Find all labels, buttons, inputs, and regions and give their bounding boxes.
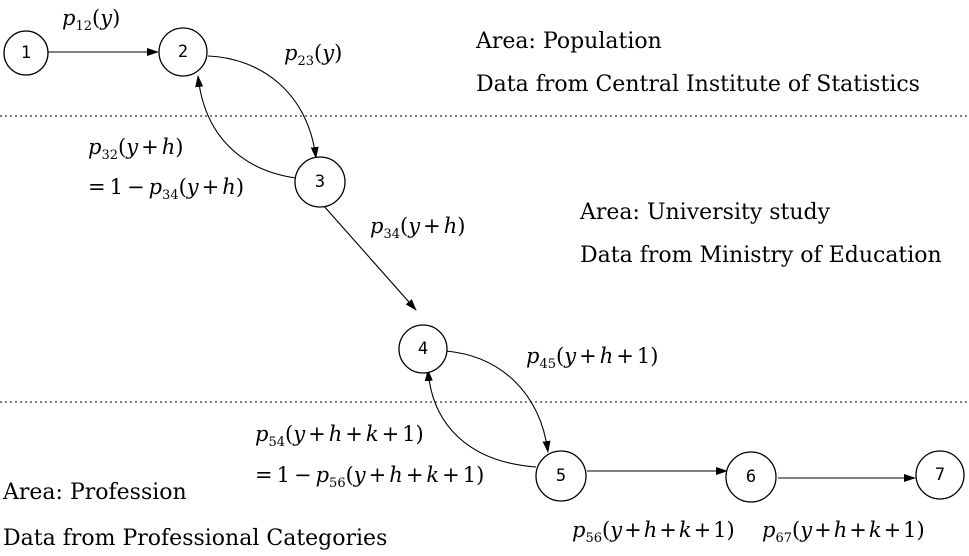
node-label: 4: [418, 339, 428, 359]
edge-3-4: [322, 204, 417, 311]
edge-4-5: [445, 350, 551, 453]
edge-label-2-3: p23(y): [284, 41, 342, 69]
area-population-title: Area: Population: [475, 29, 662, 54]
edge-2-3: [207, 55, 319, 159]
edge-label-4-5: p45(y+h+1): [526, 344, 658, 372]
node-label: 5: [556, 466, 566, 486]
node-label: 7: [935, 465, 945, 485]
node-2: 2: [158, 27, 208, 77]
node-4: 4: [398, 324, 448, 374]
edge-label-6-7: p67(y+h+k+1): [762, 518, 925, 546]
node-label: 3: [315, 172, 325, 192]
node-label: 2: [178, 42, 188, 62]
edge-label-1-2: p12(y): [62, 6, 120, 34]
edge-label-3-2-equation: =1−p34(y+h): [88, 175, 244, 203]
edge-label-3-4: p34(y+h): [370, 214, 465, 242]
node-1: 1: [3, 30, 49, 76]
node-7: 7: [915, 450, 965, 500]
edge-5-4: [424, 369, 537, 468]
node-3: 3: [294, 156, 346, 208]
node-6: 6: [725, 451, 777, 503]
node-label: 6: [746, 467, 756, 487]
area-university-source: Data from Ministry of Education: [580, 243, 942, 268]
area-profession-source: Data from Professional Categories: [3, 526, 387, 551]
edge-label-5-6: p56(y+h+k+1): [572, 518, 735, 546]
edge-label-5-4-equation: =1−p56(y+h+k+1): [255, 463, 484, 491]
node-5: 5: [535, 450, 587, 502]
edge-label-3-2: p32(y+h): [88, 135, 183, 163]
area-population-source: Data from Central Institute of Statistic…: [476, 72, 920, 97]
node-label: 1: [21, 43, 31, 63]
area-university-title: Area: University study: [579, 200, 831, 225]
edge-3-2: [195, 75, 297, 179]
edge-label-5-4: p54(y+h+k+1): [255, 422, 424, 450]
area-profession-title: Area: Profession: [2, 480, 187, 505]
